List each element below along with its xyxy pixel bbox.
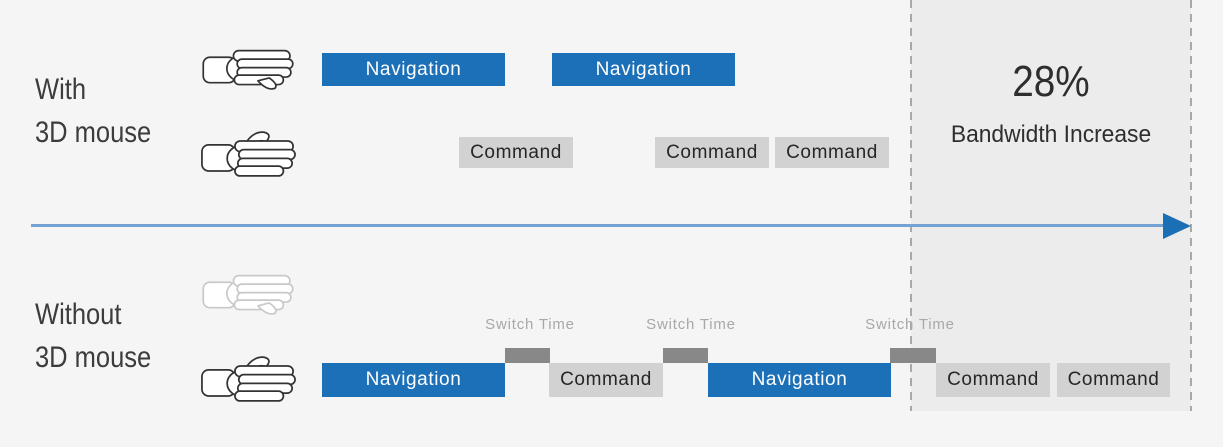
switch-time-label-1: Switch Time [485, 316, 575, 333]
bottom-command-bar-3: Command [1057, 363, 1170, 397]
idle-left-hand-icon [200, 270, 297, 319]
bottom-command-bar-1: Command [549, 363, 663, 397]
bar-label: Navigation [365, 58, 462, 80]
bottom-navigation-bar-2: Navigation [708, 363, 891, 397]
bar-label: Command [560, 369, 652, 390]
bandwidth-callout: 28% Bandwidth Increase [911, 58, 1191, 150]
bar-label: Command [947, 369, 1039, 390]
bandwidth-percent: 28% [1012, 57, 1090, 106]
right-hand-icon [200, 128, 297, 183]
bottom-navigation-bar-1: Navigation [322, 363, 505, 397]
bar-label: Navigation [751, 369, 848, 390]
active-right-hand-icon [200, 353, 297, 408]
top-navigation-bar-1: Navigation [322, 53, 505, 86]
dashed-line-left [910, 0, 912, 411]
bottom-command-bar-2: Command [936, 363, 1050, 397]
dashed-line-right [1190, 0, 1192, 411]
switch-time-block-1 [505, 348, 550, 363]
switch-time-label-3: Switch Time [865, 316, 955, 333]
bar-label: Command [1067, 369, 1160, 390]
bar-label: Command [666, 141, 758, 163]
section-title-line2: 3D mouse [35, 116, 152, 149]
top-navigation-bar-2: Navigation [552, 53, 735, 86]
switch-time-block-2 [663, 348, 708, 363]
section-title-line1: Without [35, 298, 122, 331]
top-command-bar-2: Command [655, 137, 769, 168]
switch-time-label-2: Switch Time [646, 316, 736, 333]
timeline-arrow-line [31, 224, 1163, 227]
section-title-without-3d-mouse: Without 3D mouse [35, 293, 151, 379]
top-command-bar-3: Command [775, 137, 889, 168]
timeline-arrow-icon [1163, 213, 1191, 239]
section-title-line1: With [35, 73, 86, 106]
bandwidth-increase-band [911, 0, 1191, 411]
left-hand-icon [200, 45, 297, 94]
bar-label: Command [786, 141, 878, 163]
switch-time-block-3 [890, 348, 936, 363]
bandwidth-caption: Bandwidth Increase [950, 121, 1152, 148]
section-title-with-3d-mouse: With 3D mouse [35, 68, 151, 154]
top-command-bar-1: Command [459, 137, 573, 168]
bar-label: Navigation [595, 58, 692, 80]
section-title-line2: 3D mouse [35, 341, 152, 374]
bar-label: Navigation [365, 369, 462, 390]
bar-label: Command [470, 141, 562, 163]
